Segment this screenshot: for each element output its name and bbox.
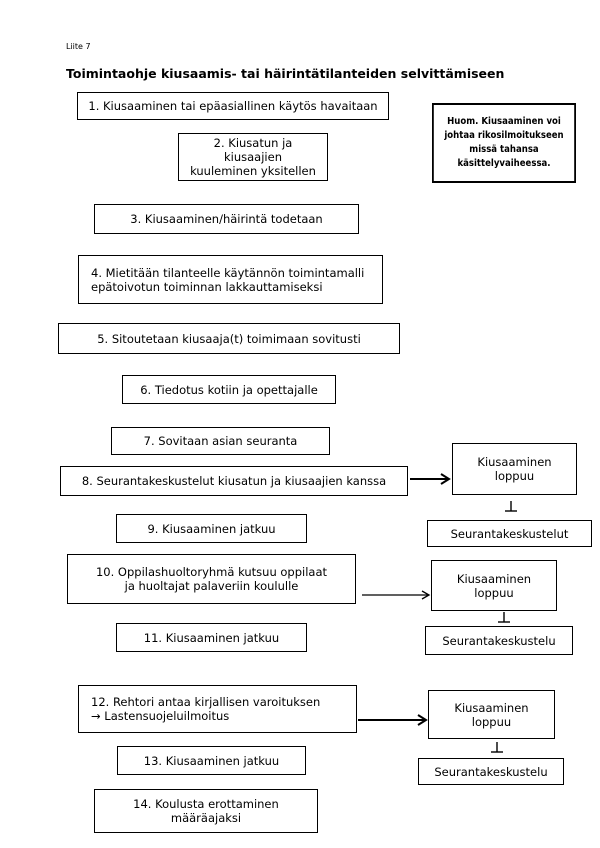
arrow-right-icon (362, 590, 431, 600)
step-8-box: 8. Seurantakeskustelut kiusatun ja kiusa… (60, 466, 408, 496)
step-1-box: 1. Kiusaaminen tai epäasiallinen käytös … (77, 92, 389, 120)
down-connector-icon (498, 612, 510, 623)
step-4-label: 4. Mietitään tilanteelle käytännön toimi… (91, 265, 365, 294)
step-10-label: 10. Oppilashuoltoryhmä kutsuu oppilaat j… (95, 565, 328, 593)
step-9-box: 9. Kiusaaminen jatkuu (116, 514, 307, 543)
step-12-box: 12. Rehtori antaa kirjallisen varoitukse… (78, 685, 357, 733)
side-1-ended-label: Kiusaaminen loppuu (477, 455, 552, 483)
side-1-followup-label: Seurantakeskustelut (450, 526, 569, 541)
side-2-followup-box: Seurantakeskustelu (425, 626, 573, 655)
attachment-label: Liite 7 (66, 42, 91, 51)
down-connector-icon (491, 742, 503, 753)
side-2-ended-label: Kiusaaminen loppuu (456, 571, 532, 600)
side-3-followup-box: Seurantakeskustelu (418, 758, 564, 785)
arrow-right-icon (410, 473, 451, 485)
side-3-ended-box: Kiusaaminen loppuu (428, 690, 555, 739)
step-6-label: 6. Tiedotus kotiin ja opettajalle (140, 382, 318, 397)
step-11-label: 11. Kiusaaminen jatkuu (143, 630, 280, 645)
step-5-label: 5. Sitoutetaan kiusaaja(t) toimimaan sov… (97, 331, 361, 346)
step-7-box: 7. Sovitaan asian seuranta (111, 427, 330, 455)
side-2-ended-box: Kiusaaminen loppuu (431, 560, 557, 611)
step-2-box: 2. Kiusatun ja kiusaajien kuuleminen yks… (178, 133, 328, 181)
step-3-label: 3. Kiusaaminen/häirintä todetaan (130, 212, 323, 226)
step-14-box: 14. Koulusta erottaminen määräajaksi (94, 789, 318, 833)
step-1-label: 1. Kiusaaminen tai epäasiallinen käytös … (88, 99, 378, 113)
side-1-followup-box: Seurantakeskustelut (427, 520, 592, 547)
step-3-box: 3. Kiusaaminen/häirintä todetaan (94, 204, 359, 234)
step-13-label: 13. Kiusaaminen jatkuu (143, 753, 280, 768)
note-box: Huom. Kiusaaminen voi johtaa rikosilmoit… (432, 103, 576, 183)
side-3-followup-label: Seurantakeskustelu (434, 764, 548, 779)
step-13-box: 13. Kiusaaminen jatkuu (117, 746, 306, 775)
step-5-box: 5. Sitoutetaan kiusaaja(t) toimimaan sov… (58, 323, 400, 354)
step-14-label: 14. Koulusta erottaminen määräajaksi (133, 797, 279, 825)
step-11-box: 11. Kiusaaminen jatkuu (116, 623, 307, 652)
step-8-label: 8. Seurantakeskustelut kiusatun ja kiusa… (81, 474, 387, 488)
page-title: Toimintaohje kiusaamis- tai häirintätila… (66, 66, 505, 81)
side-1-ended-box: Kiusaaminen loppuu (452, 443, 577, 495)
down-connector-icon (505, 501, 517, 512)
step-9-label: 9. Kiusaaminen jatkuu (147, 521, 276, 536)
side-3-ended-label: Kiusaaminen loppuu (454, 700, 529, 729)
step-10-box: 10. Oppilashuoltoryhmä kutsuu oppilaat j… (67, 554, 356, 604)
step-4-box: 4. Mietitään tilanteelle käytännön toimi… (78, 255, 383, 304)
step-7-label: 7. Sovitaan asian seuranta (143, 434, 298, 448)
side-2-followup-label: Seurantakeskustelu (442, 633, 556, 648)
step-6-box: 6. Tiedotus kotiin ja opettajalle (122, 375, 336, 404)
note-text: Huom. Kiusaaminen voi johtaa rikosilmoit… (444, 116, 564, 169)
step-2-label: 2. Kiusatun ja kiusaajien kuuleminen yks… (190, 136, 316, 178)
step-12-label: 12. Rehtori antaa kirjallisen varoitukse… (91, 695, 321, 723)
arrow-right-icon (358, 714, 428, 726)
